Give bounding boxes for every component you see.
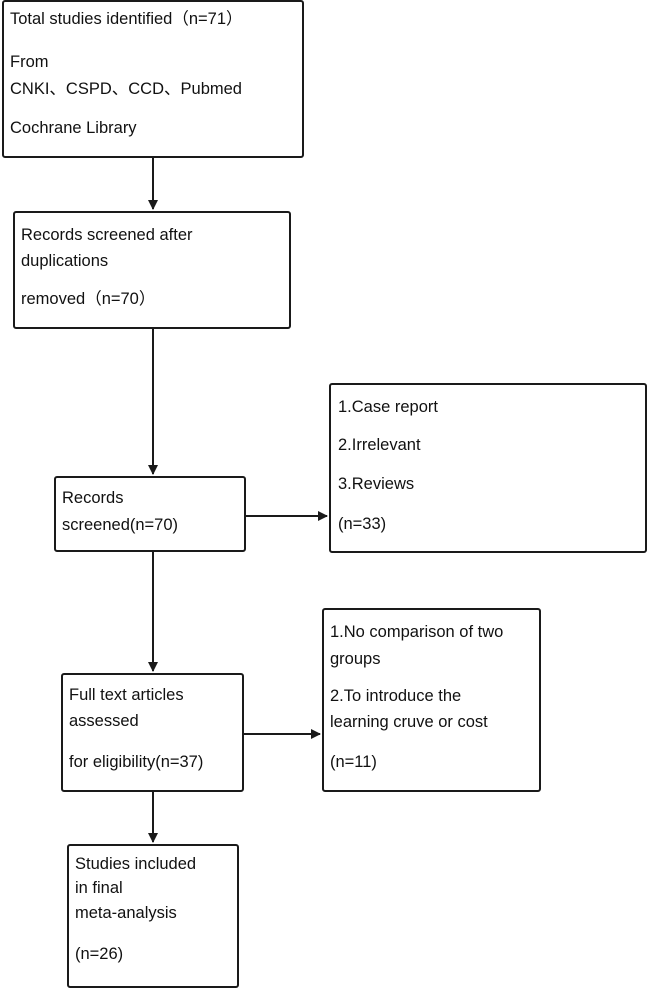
excluded-fulltext-box: 1.No comparison of two groups 2.To intro… xyxy=(322,608,541,792)
screened-count: screened(n=70) xyxy=(62,516,179,534)
dedup-count: removed（n=70） xyxy=(21,290,156,308)
included-line1: Studies included xyxy=(75,855,197,873)
identification-cochrane: Cochrane Library xyxy=(10,119,137,137)
excluded-reason-irrelevant: 2.Irrelevant xyxy=(338,436,421,454)
identification-total: Total studies identified（n=71） xyxy=(10,10,243,28)
screened-box: Records screened(n=70) xyxy=(54,476,246,552)
excluded-screening-count: (n=33) xyxy=(338,515,387,533)
included-line2: in final xyxy=(75,879,123,897)
identification-databases: CNKI、CSPD、CCD、Pubmed xyxy=(10,80,242,98)
excluded-screening-box: 1.Case report 2.Irrelevant 3.Reviews (n=… xyxy=(329,383,647,553)
excluded-fulltext-count: (n=11) xyxy=(330,753,377,771)
included-line3: meta-analysis xyxy=(75,904,177,922)
identification-from: From xyxy=(10,53,49,71)
excluded-reason-no-comparison: 1.No comparison of two xyxy=(330,623,504,641)
included-count: (n=26) xyxy=(75,945,124,963)
excluded-reason-reviews: 3.Reviews xyxy=(338,475,415,493)
excluded-reason-learning-curve-cont: learning cruve or cost xyxy=(330,713,488,731)
fulltext-line1: Full text articles xyxy=(69,686,184,704)
dedup-line2: duplications xyxy=(21,252,109,270)
screened-line1: Records xyxy=(62,489,124,507)
identification-box: Total studies identified（n=71） From CNKI… xyxy=(2,0,304,158)
fulltext-line2: assessed xyxy=(69,712,139,730)
fulltext-box: Full text articles assessed for eligibil… xyxy=(61,673,244,792)
included-box: Studies included in final meta-analysis … xyxy=(67,844,239,988)
dedup-box: Records screened after duplications remo… xyxy=(13,211,291,329)
excluded-reason-case-report: 1.Case report xyxy=(338,398,438,416)
fulltext-count: for eligibility(n=37) xyxy=(69,753,204,771)
excluded-reason-no-comparison-cont: groups xyxy=(330,650,381,668)
dedup-line1: Records screened after xyxy=(21,226,193,244)
excluded-reason-learning-curve: 2.To introduce the xyxy=(330,687,462,705)
